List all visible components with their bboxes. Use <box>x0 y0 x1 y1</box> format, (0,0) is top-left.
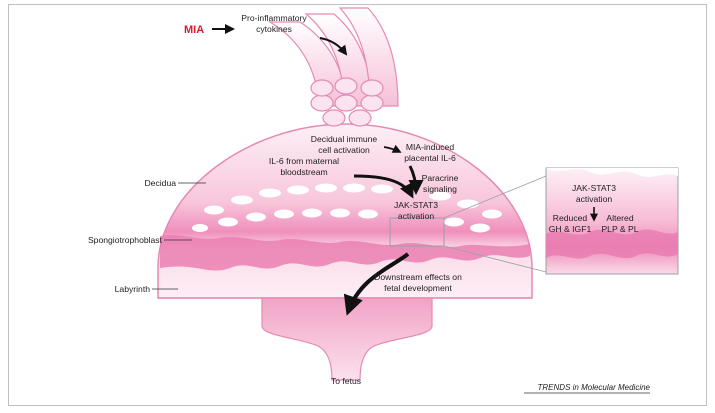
decidual-activation-line2: cell activation <box>318 145 370 155</box>
jak-main-line2: activation <box>398 211 435 221</box>
mia-il6-line2: placental IL-6 <box>404 153 456 163</box>
paracrine-line2: signaling <box>423 184 457 194</box>
cytokine-arrow <box>319 37 348 56</box>
mia-il6-line1: MIA-induced <box>406 142 454 152</box>
zoom-region <box>389 217 445 247</box>
placental-il6-arrow <box>408 165 424 195</box>
inset-reduced-line2: GH & IGF1 <box>549 224 592 234</box>
figure-frame <box>8 4 707 406</box>
vessel-rings <box>310 77 384 127</box>
labyrinth-label: Labyrinth <box>115 284 151 294</box>
zoom-line-top <box>443 175 547 219</box>
downstream-line1: Downstream effects on <box>374 272 462 282</box>
decidua-label: Decidua <box>144 178 176 188</box>
inset-altered-line1: Altered <box>606 213 633 223</box>
downstream-arrow <box>343 252 410 316</box>
downstream-line2: fetal development <box>384 283 452 293</box>
inset-altered-line2: PLP & PL <box>601 224 638 234</box>
spongiotrophoblast-label: Spongiotrophoblast <box>88 235 163 245</box>
to-fetus-label: To fetus <box>331 376 361 386</box>
zoom-line-bottom <box>443 245 547 273</box>
inset-panel <box>545 167 679 275</box>
cytokines-label-line1: Pro-inflammatory <box>241 13 307 23</box>
inset-reduced-line1: Reduced <box>553 213 588 223</box>
fetal-stalk <box>261 297 433 381</box>
decidual-activation-line1: Decidual immune <box>311 134 378 144</box>
decidua-lacunae <box>192 183 502 233</box>
inset-jak-line2: activation <box>576 194 613 204</box>
paracrine-line1: Paracrine <box>422 173 459 183</box>
activation-arrow <box>383 144 402 153</box>
il6-maternal-line1: IL-6 from maternal <box>269 156 339 166</box>
journal-credit: TRENDS in Molecular Medicine <box>538 383 651 392</box>
jak-main-line1: JAK-STAT3 <box>394 200 438 210</box>
cytokines-label-line2: cytokines <box>256 24 292 34</box>
il6-maternal-line2: bloodstream <box>280 167 327 177</box>
inset-jak-line1: JAK-STAT3 <box>572 183 616 193</box>
mia-label: MIA <box>184 24 204 36</box>
spongiotrophoblast-band <box>160 235 530 271</box>
